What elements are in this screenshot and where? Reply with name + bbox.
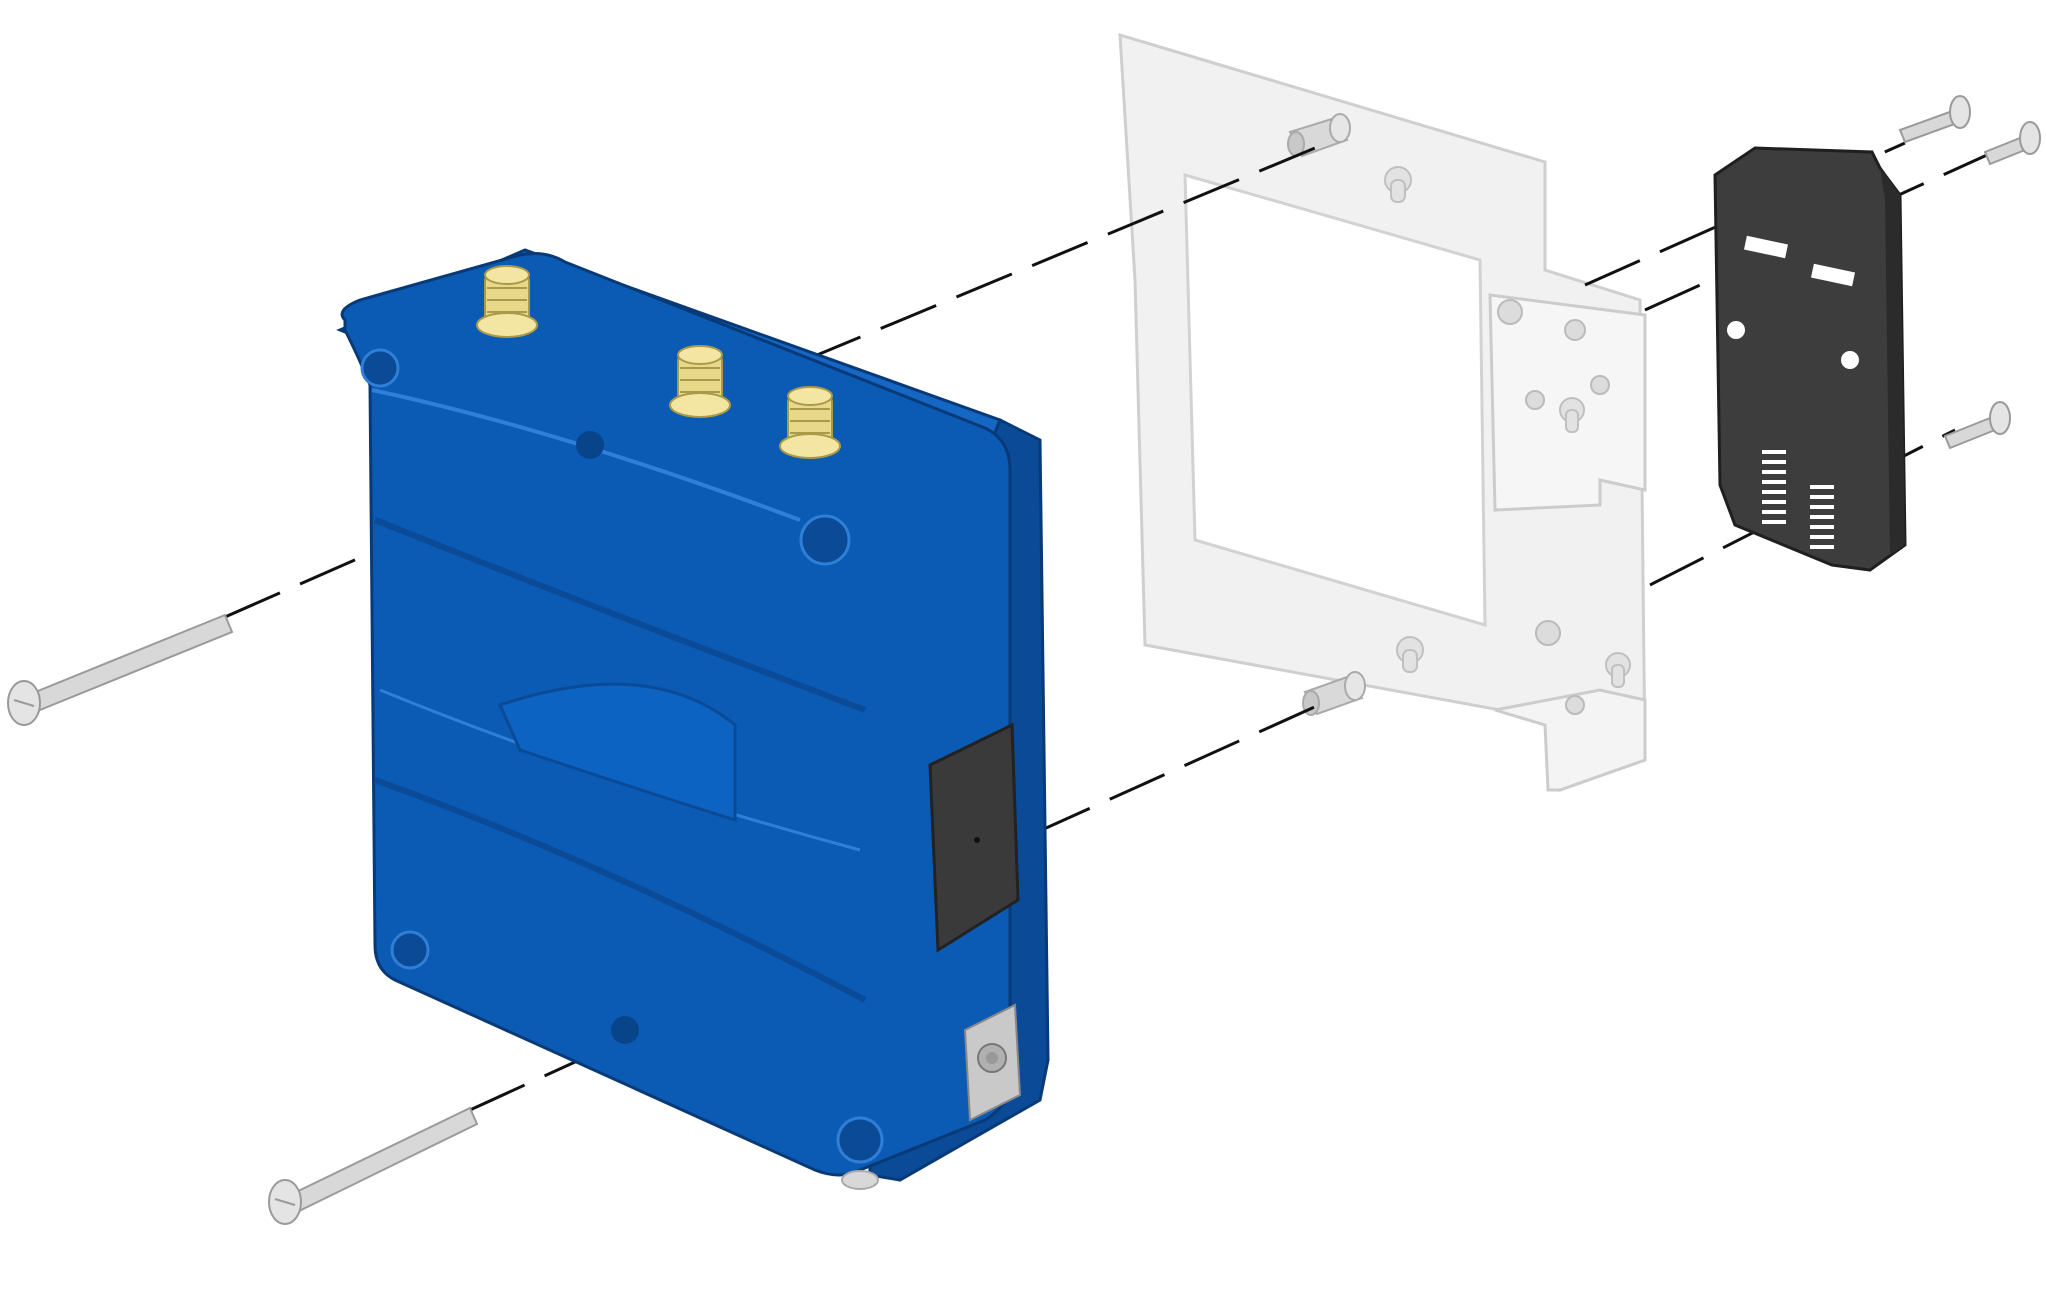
bracket-hole [1590, 375, 1610, 395]
router-seam [373, 517, 867, 713]
bracket-hole [1565, 695, 1585, 715]
din-rail-clip [1713, 146, 1907, 572]
router-corner-hole [360, 348, 400, 388]
router-corner-hole [799, 514, 851, 566]
router-mount-hole [576, 431, 604, 459]
router-mount-hole [611, 1016, 639, 1044]
screw-icon [1898, 95, 1971, 144]
router-foot [841, 1170, 879, 1190]
spacer-standoff-icon [1302, 671, 1366, 716]
dash-line-router-bracket [1034, 698, 1331, 835]
router-seam [373, 777, 867, 1003]
screw-icon [268, 1106, 479, 1225]
router-side-panel [928, 722, 1020, 953]
bracket-window [1183, 172, 1487, 628]
router-seam-highlight [371, 388, 801, 522]
screw-icon [7, 613, 234, 726]
keyhole-slot-bottom [1396, 636, 1424, 673]
dash-line-top-left [804, 146, 1316, 362]
antenna-connector-icon [779, 386, 841, 459]
din-clip-spring [1762, 450, 1834, 549]
din-clip-hole [1841, 351, 1859, 369]
ground-terminal [963, 1003, 1022, 1122]
keyhole-slot-flange [1559, 397, 1585, 433]
din-clip-slot [1811, 263, 1855, 287]
router-corner-hole [390, 930, 430, 970]
din-clip-side [1880, 168, 1905, 555]
router-side-panel-dot [974, 837, 980, 843]
din-clip-hole [1727, 321, 1745, 339]
bracket-hole [1535, 620, 1561, 646]
keyhole-slot-foot [1605, 652, 1631, 688]
screw-icon [1983, 121, 2041, 166]
antenna-connector-icon [669, 345, 731, 418]
bracket-foot [1494, 688, 1647, 792]
din-clip-slot [1744, 235, 1788, 259]
wall-mount-bracket [1118, 32, 1647, 792]
bracket-hole [1525, 390, 1545, 410]
router-emboss [497, 682, 737, 823]
screw-icon [1943, 401, 2011, 450]
bracket-hole [1564, 319, 1586, 341]
router-corner-hole [836, 1116, 884, 1164]
keyhole-slot-top [1384, 166, 1412, 203]
bracket-hole [1497, 299, 1523, 325]
spacer-standoff-icon [1287, 113, 1351, 158]
dash-line-bottom-left [469, 1028, 646, 1112]
antenna-connector-icon [476, 265, 538, 338]
